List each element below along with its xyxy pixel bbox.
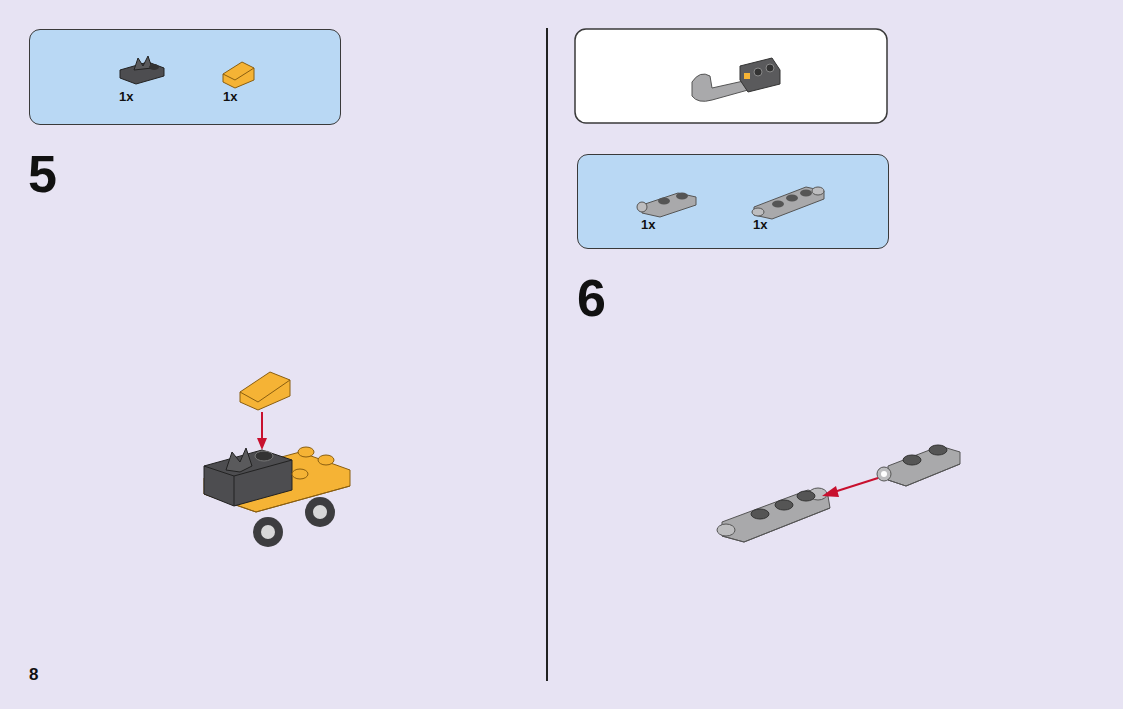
part-quantity: 1x — [119, 89, 133, 104]
part-quantity: 1x — [753, 217, 767, 232]
subassembly-icon — [692, 58, 780, 101]
parts-box: 1x 1x — [29, 29, 341, 125]
step-number: 6 — [577, 268, 606, 328]
truck-model — [204, 372, 350, 547]
divider-line — [546, 28, 548, 681]
parts-box: 1x 1x — [577, 154, 889, 249]
part-quantity: 1x — [641, 217, 655, 232]
plates-model — [717, 445, 960, 542]
part-icons — [30, 30, 342, 126]
page-number: 8 — [29, 665, 38, 685]
step-number: 5 — [28, 144, 57, 204]
part-icons — [578, 155, 890, 250]
part-quantity: 1x — [223, 89, 237, 104]
subassembly-box — [575, 29, 887, 123]
